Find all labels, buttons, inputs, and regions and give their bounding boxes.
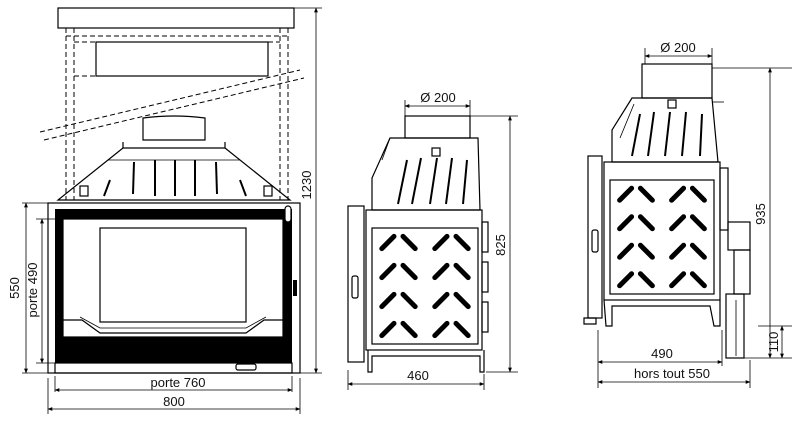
panel-slot [669,271,687,289]
side-flue-collar [404,115,471,139]
door-handle [284,205,292,223]
panel-slot [453,233,471,252]
front-height-label: 550 [7,277,22,299]
panel-slot [432,320,450,339]
right-height-label: 935 [753,203,768,225]
door-glass [62,218,284,338]
side-height-label: 825 [493,234,508,256]
panel-slot [432,291,450,310]
front-flue-collar [142,115,206,141]
right-flue-label: Ø 200 [660,40,695,55]
panel-slot [453,320,471,339]
panel-slot [669,242,687,260]
panel-slot [669,214,687,232]
panel-slot [400,320,418,339]
panel-slot [689,242,707,260]
panel-slot [379,291,397,310]
panel-slot [617,271,635,289]
side-panel [371,227,479,345]
right-panel-slots [617,185,707,289]
smoke-chamber [56,147,292,201]
panel-slot [669,185,687,203]
panel-slot [689,185,707,203]
panel-slot [400,262,418,281]
side-front-plate [347,205,365,363]
panel-slot [617,214,635,232]
right-view: Ø 200 490 hors tout 550 [583,40,792,388]
right-foot-label: 110 [766,332,781,353]
side-view: Ø 200 460 825 [347,90,518,390]
panel-slot [379,233,397,252]
panel-slot [637,242,655,260]
panel-slot [617,185,635,203]
side-panel-slots [379,233,471,339]
front-view: porte 760 800 550 porte 490 1230 [7,7,322,414]
panel-slot [432,262,450,281]
right-flue-collar [641,63,713,99]
front-door-width-label: porte 760 [151,375,206,390]
panel-slot [637,271,655,289]
right-panel [609,179,715,295]
panel-slot [453,262,471,281]
right-depth-label: 490 [651,346,673,361]
side-latch [293,280,297,296]
side-flue-label: Ø 200 [420,90,455,105]
right-overall-label: hors tout 550 [634,366,710,381]
panel-slot [689,214,707,232]
hood-inner-panel [95,41,269,77]
side-depth-label: 460 [407,368,429,383]
panel-slot [453,291,471,310]
front-width-label: 800 [163,394,185,409]
panel-slot [689,271,707,289]
panel-slot [637,214,655,232]
front-door-height-label: porte 490 [25,263,40,318]
panel-slot [379,320,397,339]
panel-slot [432,233,450,252]
front-total-height-label: 1230 [299,171,314,200]
panel-slot [379,262,397,281]
hood-top-band [57,7,295,29]
panel-slot [617,242,635,260]
panel-slot [637,185,655,203]
right-front-plate [587,155,603,319]
panel-slot [400,233,418,252]
panel-slot [400,291,418,310]
right-body [603,161,721,301]
